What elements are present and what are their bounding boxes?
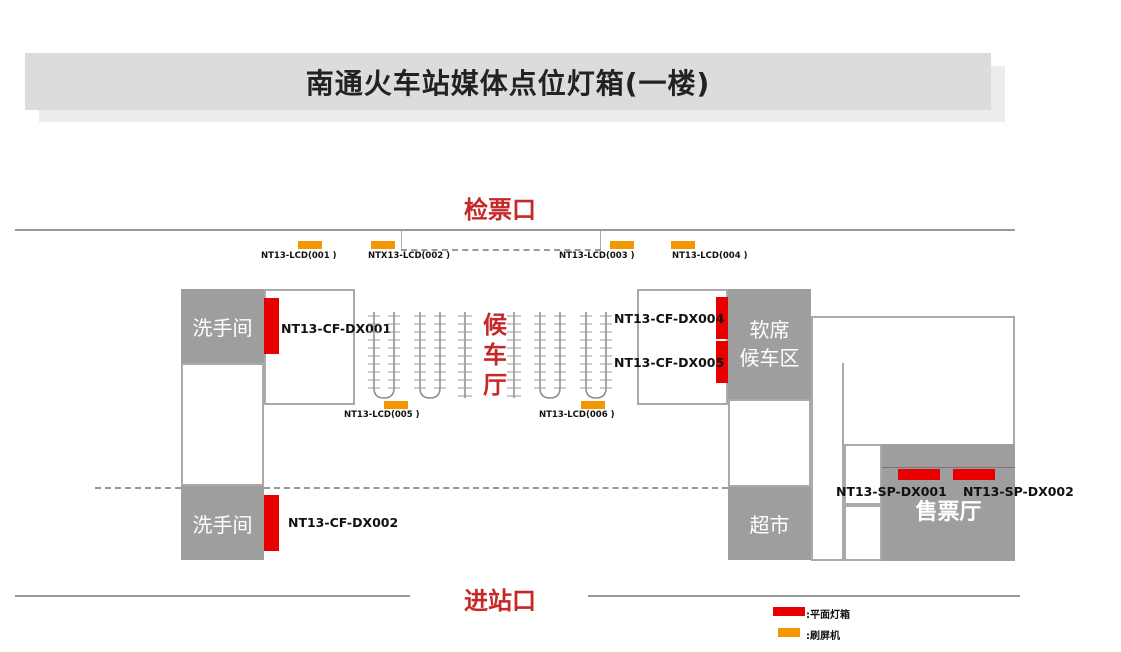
lcd-006-marker[interactable] — [581, 401, 605, 409]
soft-seat-waiting-area: 软席 候车区 — [728, 289, 811, 399]
legend-lightbox-swatch — [773, 607, 805, 616]
washroom-bottom: 洗手间 — [181, 486, 264, 560]
entrance-wall-right — [588, 595, 1020, 597]
washroom-top-label: 洗手间 — [192, 315, 253, 340]
station-entrance-label: 进站口 — [464, 587, 536, 615]
dashed-line-left — [95, 487, 181, 489]
page-title: 南通火车站媒体点位灯箱(一楼) — [305, 66, 711, 100]
left-wall-block — [181, 363, 264, 486]
supermarket-label: 超市 — [749, 513, 790, 537]
lcd-001-marker[interactable] — [298, 241, 322, 249]
legend-swipe-label: :刷屏机 — [806, 631, 840, 642]
sp-dx002-lightbox[interactable] — [953, 469, 995, 480]
dashed-line-center — [264, 487, 728, 489]
title-bar — [25, 53, 991, 110]
far-right-corridor — [811, 363, 844, 561]
lcd-004-label: NT13-LCD(004 ) — [672, 251, 748, 261]
lcd-006-label: NT13-LCD(006 ) — [539, 410, 615, 420]
right-wall-block — [728, 399, 811, 487]
ticket-booth-upper — [844, 444, 882, 505]
ticket-hall-label: 售票厅 — [915, 500, 982, 525]
sp-dx001-lightbox[interactable] — [898, 469, 940, 480]
legend-swipe-swatch — [778, 628, 800, 637]
soft-seat-label-line2: 候车区 — [739, 346, 800, 370]
cf-dx005-label: NT13-CF-DX005 — [614, 355, 725, 370]
lcd-005-label: NT13-LCD(005 ) — [344, 410, 420, 420]
ticket-booth-lower — [844, 505, 882, 561]
cf-dx004-lightbox[interactable] — [716, 297, 728, 339]
lcd-004-marker[interactable] — [671, 241, 695, 249]
cf-dx002-label: NT13-CF-DX002 — [288, 515, 399, 530]
left-inner-room — [264, 289, 355, 405]
gate-divider — [401, 231, 402, 249]
waiting-hall-seating — [368, 312, 612, 399]
washroom-top: 洗手间 — [181, 289, 264, 363]
cf-dx005-lightbox[interactable] — [716, 341, 728, 383]
ticket-gate-label: 检票口 — [464, 196, 536, 224]
ticket-hall: 售票厅 — [882, 444, 1015, 561]
lcd-005-marker[interactable] — [384, 401, 408, 409]
washroom-bottom-label: 洗手间 — [192, 512, 253, 537]
gate-divider — [600, 231, 601, 249]
legend-lightbox-label: :平面灯箱 — [806, 610, 850, 621]
cf-dx004-label: NT13-CF-DX004 — [614, 311, 725, 326]
sp-dx001-label: NT13-SP-DX001 — [836, 484, 947, 499]
entrance-wall-left — [15, 595, 410, 597]
sp-dx002-label: NT13-SP-DX002 — [963, 484, 1074, 499]
lcd-002-label: NTX13-LCD(002 ) — [368, 251, 451, 261]
lcd-003-label: NT13-LCD(003 ) — [559, 251, 635, 261]
waiting-hall-label: 候车厅 — [483, 311, 507, 399]
ticket-gate-wall — [15, 229, 1015, 231]
soft-seat-label-line1: 软席 — [749, 318, 790, 342]
lcd-003-marker[interactable] — [610, 241, 634, 249]
cf-dx001-label: NT13-CF-DX001 — [281, 321, 392, 336]
cf-dx002-lightbox[interactable] — [264, 495, 279, 551]
far-right-room — [811, 316, 1015, 448]
ticket-hall-divider — [882, 467, 1015, 468]
supermarket: 超市 — [728, 487, 811, 560]
lcd-001-label: NT13-LCD(001 ) — [261, 251, 337, 261]
gate-dashed-line — [401, 249, 601, 251]
right-inner-room — [637, 289, 728, 405]
cf-dx001-lightbox[interactable] — [264, 298, 279, 354]
lcd-002-marker[interactable] — [371, 241, 395, 249]
